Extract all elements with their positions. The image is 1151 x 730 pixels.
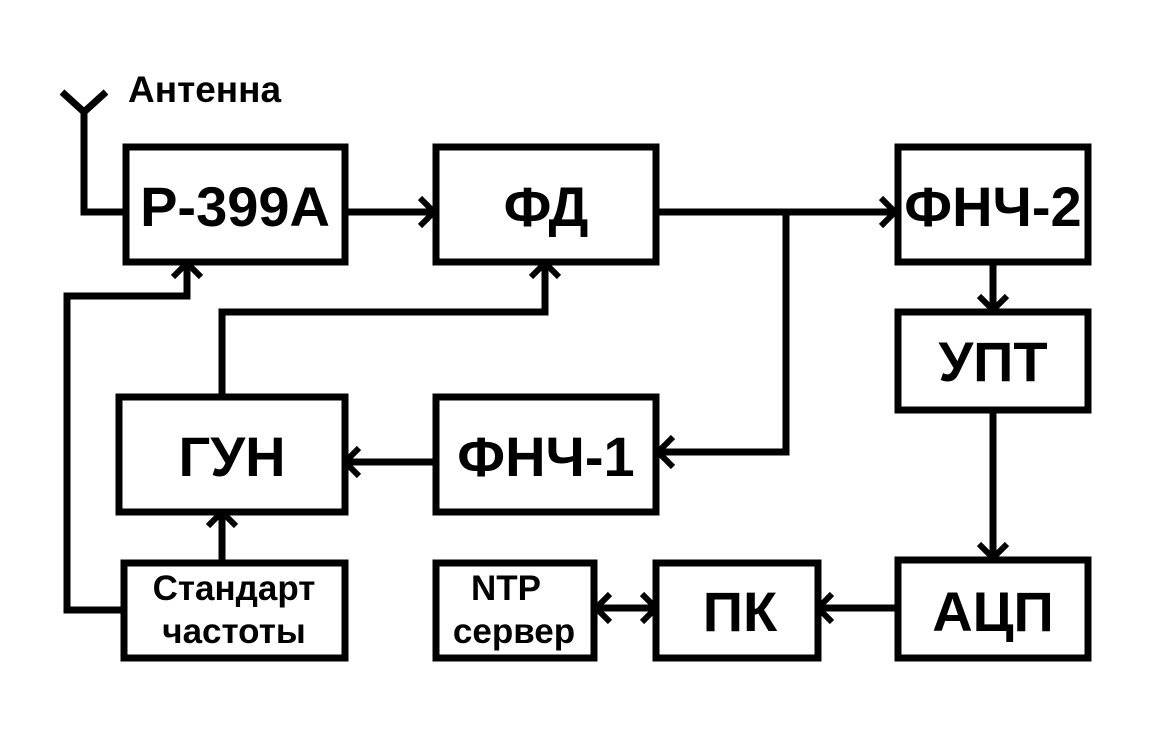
block-freq-standard: Стандарт частоты [120, 559, 349, 662]
block-phase-detector-label: ФД [504, 175, 589, 238]
block-lpf2: ФНЧ-2 [894, 143, 1092, 266]
block-dc-amp-box [894, 308, 1092, 414]
block-adc-box [894, 556, 1092, 662]
antenna-label: Антенна [128, 69, 281, 110]
block-freq-standard-line2: частоты [162, 612, 305, 651]
wire-std-to-receiver [63, 263, 191, 614]
block-pc-box [652, 559, 822, 662]
block-receiver-box [122, 143, 349, 266]
block-ntp-server: NTP сервер [432, 559, 598, 662]
block-lpf1-label: ФНЧ-1 [457, 425, 634, 488]
wire-vco-to-pd [218, 264, 549, 395]
block-adc-label: АЦП [932, 580, 1054, 643]
block-ntp-server-box [432, 559, 598, 662]
block-dc-amp: УПТ [894, 308, 1092, 414]
block-receiver: Р-399А [122, 143, 349, 266]
block-ntp-server-line1: NTP [471, 569, 541, 608]
block-vco-box [115, 393, 349, 516]
block-lpf2-label: ФНЧ-2 [904, 175, 1081, 238]
block-vco-label: ГУН [178, 425, 285, 488]
block-pc: ПК [652, 559, 822, 662]
block-ntp-server-line2: сервер [453, 612, 575, 651]
block-vco: ГУН [115, 393, 349, 516]
block-adc: АЦП [894, 556, 1092, 662]
antenna-icon [59, 89, 128, 216]
block-freq-standard-box [120, 559, 349, 662]
block-freq-standard-line1: Стандарт [153, 569, 316, 608]
block-dc-amp-label: УПТ [938, 330, 1047, 393]
block-lpf1-box [432, 393, 660, 516]
block-phase-detector-box [432, 143, 660, 266]
wire-branch-to-lpf1 [658, 212, 790, 456]
block-lpf2-box [894, 143, 1092, 266]
block-receiver-label: Р-399А [140, 175, 330, 238]
antenna: Антенна [59, 69, 281, 216]
block-pc-label: ПК [703, 580, 778, 643]
block-lpf1: ФНЧ-1 [432, 393, 660, 516]
block-phase-detector: ФД [432, 143, 660, 266]
